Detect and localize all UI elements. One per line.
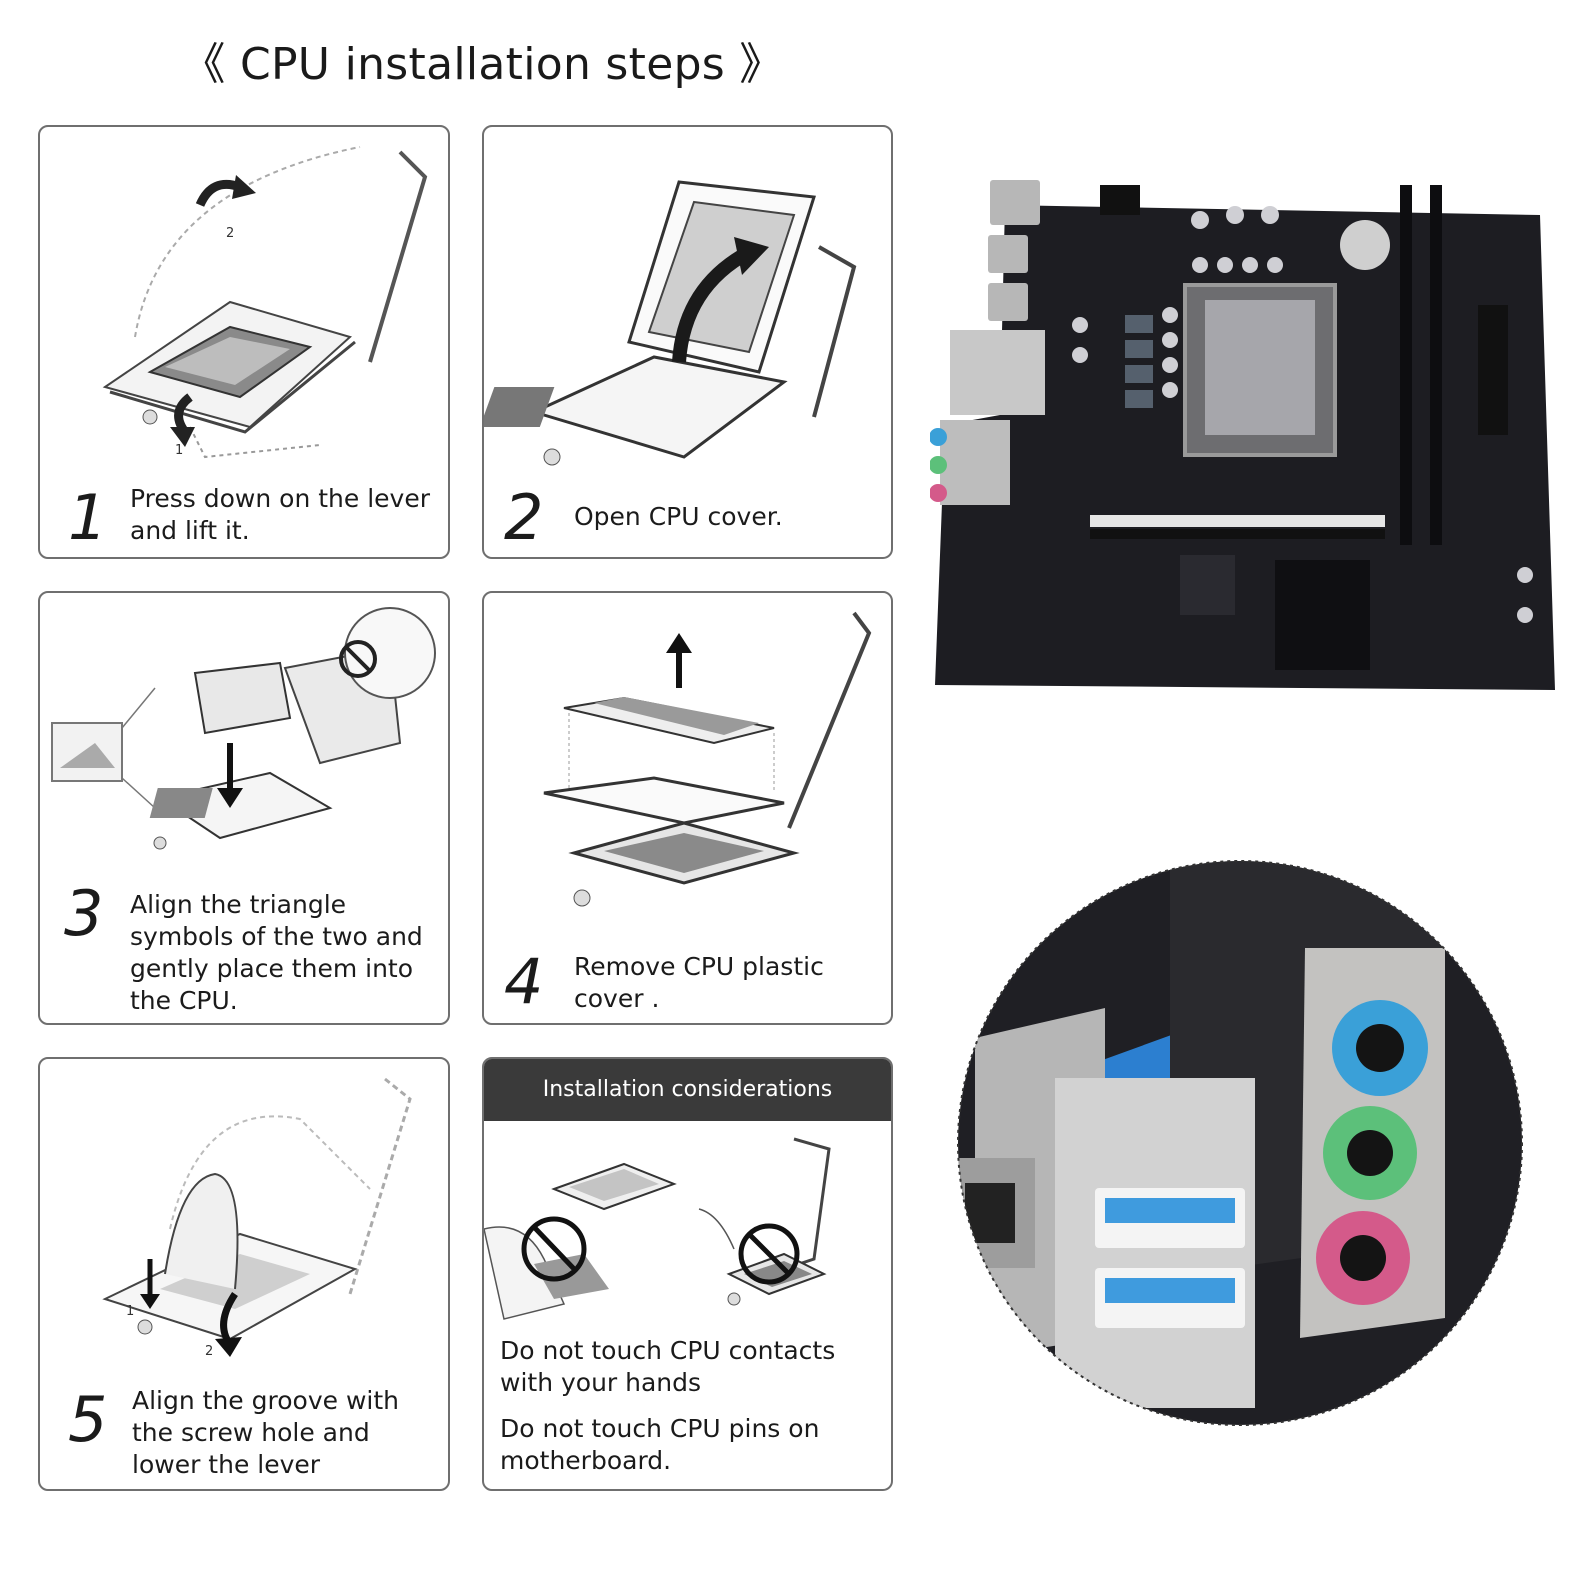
step-2-illustration (484, 180, 857, 466)
step-description: Press down on the lever and lift it. (130, 484, 430, 545)
motherboard-image (929, 175, 1560, 699)
step-card-1: 2 1 1 Press down on the lever and lift i… (38, 125, 450, 559)
step-number: 5 (68, 1383, 108, 1456)
considerations-header: Installation considerations (484, 1059, 891, 1121)
step-number: 2 (504, 481, 544, 554)
step-1-illustration: 2 1 (102, 146, 428, 459)
svg-text:1: 1 (126, 1304, 134, 1319)
step-description: Remove CPU plastic cover . (574, 952, 824, 1013)
step-description: Align the triangle symbols of the two an… (130, 890, 423, 1015)
step-number: 4 (504, 945, 544, 1018)
consideration-note: Do not touch CPU pins on motherboard. (500, 1414, 820, 1475)
motherboard-illustration (929, 180, 1555, 690)
rear-io-illustration (957, 860, 1523, 1426)
step-3-illustration (51, 607, 436, 850)
step-card-2: 2 Open CPU cover. (482, 125, 893, 559)
step-4-illustration (543, 611, 872, 907)
step-number: 1 (68, 481, 108, 554)
considerations-illustration (484, 1137, 831, 1320)
page-title: 《 CPU installation steps 》 (181, 39, 784, 90)
rear-io-zoom-image (945, 858, 1535, 1437)
step-description: Open CPU cover. (574, 502, 783, 531)
step-number: 3 (64, 877, 104, 950)
step-5-illustration: 1 2 (102, 1077, 412, 1359)
step-card-4: 4 Remove CPU plastic cover . (482, 591, 893, 1025)
considerations-card: Installation considerations Do not touch… (482, 1057, 893, 1491)
step-card-3: 3 Align the triangle symbols of the two … (38, 591, 450, 1025)
svg-text:2: 2 (226, 226, 234, 241)
step-card-5: 1 2 5 Align the groove with the screw ho… (38, 1057, 450, 1491)
consideration-note: Do not touch CPU contacts with your hand… (500, 1336, 836, 1397)
svg-text:2: 2 (205, 1344, 213, 1359)
svg-text:1: 1 (175, 443, 183, 458)
step-description: Align the groove with the screw hole and… (132, 1386, 399, 1479)
